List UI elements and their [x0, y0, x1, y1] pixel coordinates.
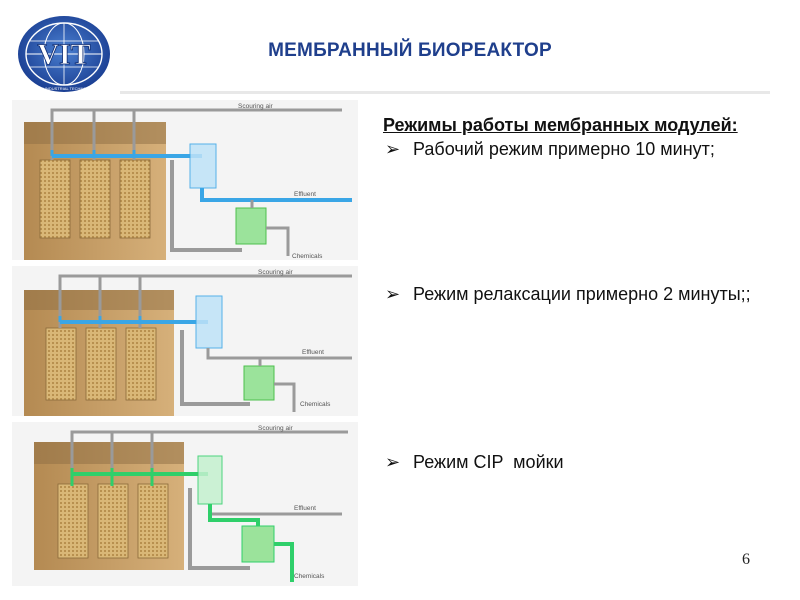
slide-title: МЕМБРАННЫЙ БИОРЕАКТОР [268, 40, 552, 61]
label-scouring-air-3: Scouring air [258, 425, 294, 432]
label-chemicals-1: Chemicals [292, 253, 323, 260]
label-scouring-air-2: Scouring air [258, 269, 294, 276]
vit-logo: VIT VENTS INDUSTRIAL TECHNOLOGY [18, 16, 110, 92]
label-chemicals-2: Chemicals [300, 401, 331, 408]
logo-ring-text: VENTS INDUSTRIAL TECHNOLOGY [30, 86, 97, 91]
arrow-bullet-icon: ➢ [385, 452, 401, 472]
diagram-relaxation-mode: Scouring air Effluent Chemicals [12, 266, 358, 416]
bullet-text: Рабочий режим примерно 10 минут; [413, 139, 715, 159]
bullet-cip-mode: ➢ Режим CIP мойки [383, 450, 770, 474]
bullet-text: Режим CIP мойки [413, 452, 564, 472]
bullet-relaxation-mode: ➢ Режим релаксации примерно 2 минуты;; [383, 282, 770, 306]
arrow-bullet-icon: ➢ [385, 139, 401, 159]
label-effluent-3: Effluent [294, 505, 316, 512]
logo-text: VIT [37, 38, 90, 71]
label-chemicals-3: Chemicals [294, 573, 325, 580]
diagram-cip-mode: Scouring air Effluent Chemicals [12, 422, 358, 586]
content-text: Режимы работы мембранных модулей: ➢ Рабо… [383, 113, 751, 472]
arrow-bullet-icon: ➢ [385, 284, 401, 304]
label-effluent-2: Effluent [302, 349, 324, 356]
modes-heading: Режимы работы мембранных модулей: [383, 115, 738, 135]
bullet-text: Режим релаксации примерно 2 минуты;; [413, 284, 751, 304]
label-scouring-air-1: Scouring air [238, 103, 274, 110]
page-number: 6 [742, 551, 750, 568]
diagram-operating-mode: Scouring air Effluent Chemicals [12, 100, 358, 260]
mbr-diagrams: Scouring air Effluent Chemicals Scouring… [12, 100, 358, 586]
title-divider [120, 91, 770, 94]
bullet-operating-mode: ➢ Рабочий режим примерно 10 минут; [383, 137, 740, 161]
label-effluent-1: Effluent [294, 191, 316, 198]
